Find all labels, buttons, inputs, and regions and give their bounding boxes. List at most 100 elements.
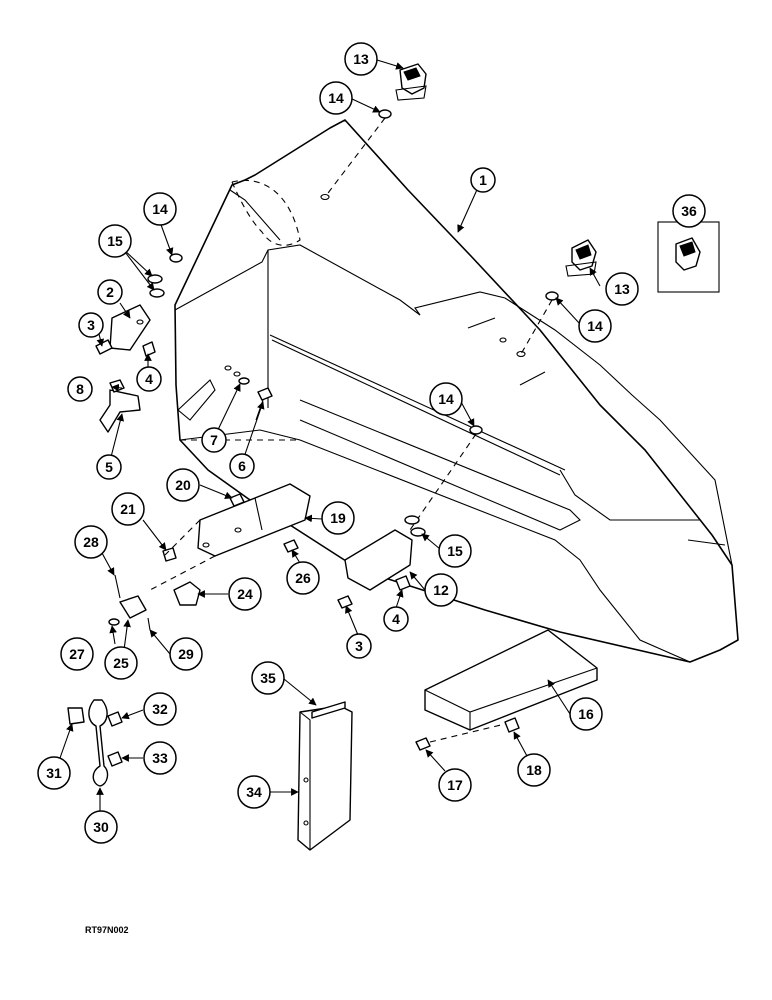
callout-3b: 3 [346, 633, 372, 659]
callout-14a: 14 [319, 81, 353, 115]
svg-text:13: 13 [353, 51, 369, 67]
callout-18: 18 [517, 753, 551, 787]
svg-text:18: 18 [526, 762, 542, 778]
gauge-sender [173, 581, 201, 606]
lower-bracket [99, 389, 141, 433]
svg-text:15: 15 [447, 543, 463, 559]
svg-text:5: 5 [105, 459, 113, 475]
svg-text:17: 17 [447, 777, 463, 793]
svg-text:34: 34 [246, 784, 262, 800]
callout-4a: 4 [136, 366, 162, 392]
callout-24: 24 [228, 577, 262, 611]
callout-14c: 14 [578, 309, 612, 343]
bolt [95, 339, 113, 355]
svg-text:33: 33 [152, 750, 168, 766]
callout-32: 32 [143, 692, 177, 726]
callout-15a: 15 [98, 224, 132, 258]
nut [504, 717, 520, 733]
svg-text:19: 19 [330, 510, 346, 526]
washer [108, 618, 120, 626]
step-plate [424, 629, 598, 731]
svg-text:29: 29 [178, 646, 194, 662]
callout-14b: 14 [143, 192, 177, 226]
washer [149, 288, 165, 298]
svg-text:14: 14 [438, 391, 454, 407]
nut [395, 575, 411, 591]
washer [147, 274, 163, 284]
svg-text:25: 25 [113, 655, 129, 671]
svg-text:2: 2 [106, 284, 114, 300]
bolt [337, 595, 353, 609]
svg-text:13: 13 [614, 281, 630, 297]
callout-26: 26 [286, 561, 320, 595]
callout-8: 8 [67, 376, 93, 402]
svg-text:6: 6 [238, 458, 246, 474]
gauge-clip [119, 595, 147, 619]
svg-text:15: 15 [107, 233, 123, 249]
washer [469, 425, 483, 435]
callout-2: 2 [97, 279, 123, 305]
nut [107, 751, 123, 767]
svg-text:31: 31 [46, 765, 62, 781]
callout-30: 30 [84, 810, 118, 844]
callout-6: 6 [229, 453, 255, 479]
svg-text:21: 21 [120, 501, 136, 517]
callout-13b: 13 [605, 272, 639, 306]
washer [169, 253, 183, 263]
bolt [283, 539, 299, 553]
callout-15b: 15 [438, 534, 472, 568]
mounting-bracket [109, 304, 151, 351]
callout-27: 27 [60, 637, 94, 671]
washer [238, 377, 250, 385]
callout-28: 28 [74, 525, 108, 559]
callout-25: 25 [104, 646, 138, 680]
callout-36: 36 [672, 194, 706, 228]
filler-cap-upper [395, 63, 427, 101]
callout-16: 16 [569, 697, 603, 731]
callout-13a: 13 [344, 42, 378, 76]
washer [378, 109, 392, 119]
callout-4b: 4 [383, 606, 409, 632]
callout-12: 12 [424, 573, 458, 607]
bolt [67, 707, 85, 725]
svg-text:3: 3 [355, 638, 363, 654]
leader-lines [59, 59, 601, 812]
callout-17: 17 [438, 768, 472, 802]
callout-31: 31 [37, 756, 71, 790]
callout-34: 34 [237, 775, 271, 809]
bolt [229, 493, 245, 507]
tether-strap [88, 699, 109, 787]
filler-cap-right [565, 239, 597, 277]
callout-5: 5 [96, 454, 122, 480]
svg-text:20: 20 [175, 477, 191, 493]
svg-text:27: 27 [69, 646, 85, 662]
rubber-strip [311, 701, 346, 719]
reference-code: RT97N002 [85, 925, 129, 935]
callout-14d: 14 [429, 382, 463, 416]
callout-20: 20 [166, 468, 200, 502]
right-bracket [344, 529, 413, 591]
nut [142, 341, 156, 357]
callout-33: 33 [143, 741, 177, 775]
svg-text:36: 36 [681, 203, 697, 219]
svg-text:12: 12 [433, 582, 449, 598]
nut [107, 711, 123, 727]
svg-text:7: 7 [210, 432, 218, 448]
svg-text:3: 3 [87, 317, 95, 333]
washer [404, 515, 420, 525]
svg-text:14: 14 [587, 318, 603, 334]
callout-3a: 3 [78, 312, 104, 338]
svg-text:14: 14 [328, 90, 344, 106]
callout-35: 35 [251, 661, 285, 695]
svg-text:4: 4 [392, 611, 400, 627]
bolt [257, 387, 273, 401]
nut [162, 547, 177, 562]
svg-text:4: 4 [145, 371, 153, 387]
svg-text:32: 32 [152, 701, 168, 717]
svg-text:35: 35 [260, 670, 276, 686]
svg-text:16: 16 [578, 706, 594, 722]
svg-text:1: 1 [479, 172, 487, 188]
svg-text:28: 28 [83, 534, 99, 550]
svg-text:30: 30 [93, 819, 109, 835]
